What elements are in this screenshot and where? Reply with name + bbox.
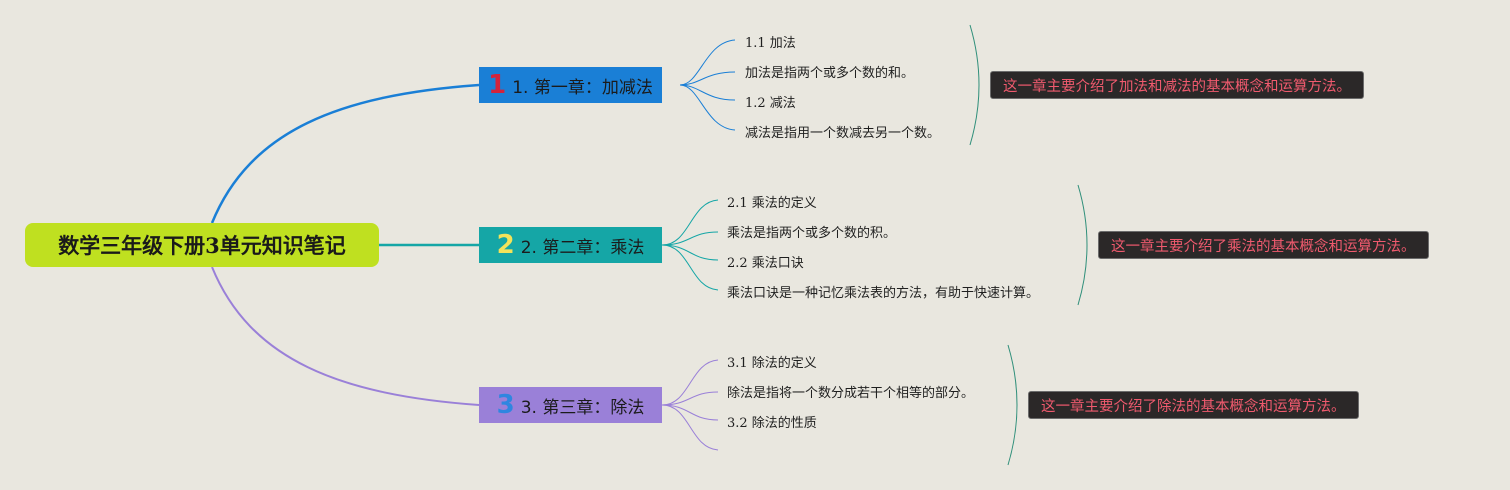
chapter-2-item-1[interactable]: 2.1 乘法的定义 [727,196,817,211]
chapter-2-item-2[interactable]: 乘法是指两个或多个数的积。 [727,226,897,241]
chapter-1-item-4[interactable]: 减法是指用一个数减去另一个数。 [745,126,941,141]
chapter-2-summary[interactable]: 这一章主要介绍了乘法的基本概念和运算方法。 [1098,231,1429,259]
chapter-3-node[interactable]: 3 3. 第三章：除法 [479,387,662,423]
chapter-1-node[interactable]: 1 1. 第一章：加减法 [479,67,662,103]
chapter-1-item-2[interactable]: 加法是指两个或多个数的和。 [745,66,915,81]
chapter-3-summary-text: 这一章主要介绍了除法的基本概念和运算方法。 [1041,398,1346,415]
summary-brace-chapter-3 [1007,344,1018,466]
chapter-3-item-1[interactable]: 3.1 除法的定义 [727,356,817,371]
chapter-2-item-4[interactable]: 乘法口诀是一种记忆乘法表的方法，有助于快速计算。 [727,286,1040,301]
chapter-2-label: 2. 第二章：乘法 [520,237,645,258]
chapter-1-item-3[interactable]: 1.2 减法 [745,96,796,111]
leaf-connectors-chapter-2 [661,199,719,291]
chapter-3-label: 3. 第三章：除法 [520,397,645,418]
chapter-3-item-2[interactable]: 除法是指将一个数分成若干个相等的部分。 [727,386,975,401]
chapter-1-number-badge: 1 [488,70,507,100]
root-topic[interactable]: 数学三年级下册3单元知识笔记 [25,223,379,267]
chapter-3-item-3[interactable]: 3.2 除法的性质 [727,416,817,431]
leaf-connectors-chapter-1 [679,39,736,131]
chapter-1-item-1[interactable]: 1.1 加法 [745,36,796,51]
chapter-1-label: 1. 第一章：加减法 [512,77,653,98]
root-title: 数学三年级下册3单元知识笔记 [58,233,346,258]
chapter-2-node[interactable]: 2 2. 第二章：乘法 [479,227,662,263]
chapter-3-number-badge: 3 [496,390,515,420]
chapter-3-summary[interactable]: 这一章主要介绍了除法的基本概念和运算方法。 [1028,391,1359,419]
connector-root-chapter-3 [211,266,480,406]
chapter-2-item-3[interactable]: 2.2 乘法口诀 [727,256,804,271]
chapter-2-number-badge: 2 [496,230,515,260]
summary-brace-chapter-1 [969,24,980,146]
chapter-1-summary[interactable]: 这一章主要介绍了加法和减法的基本概念和运算方法。 [990,71,1364,99]
leaf-connectors-chapter-3 [661,359,719,451]
chapter-1-summary-text: 这一章主要介绍了加法和减法的基本概念和运算方法。 [1003,78,1351,95]
summary-brace-chapter-2 [1077,184,1088,306]
chapter-2-summary-text: 这一章主要介绍了乘法的基本概念和运算方法。 [1111,238,1416,255]
connector-root-chapter-1 [210,83,480,224]
